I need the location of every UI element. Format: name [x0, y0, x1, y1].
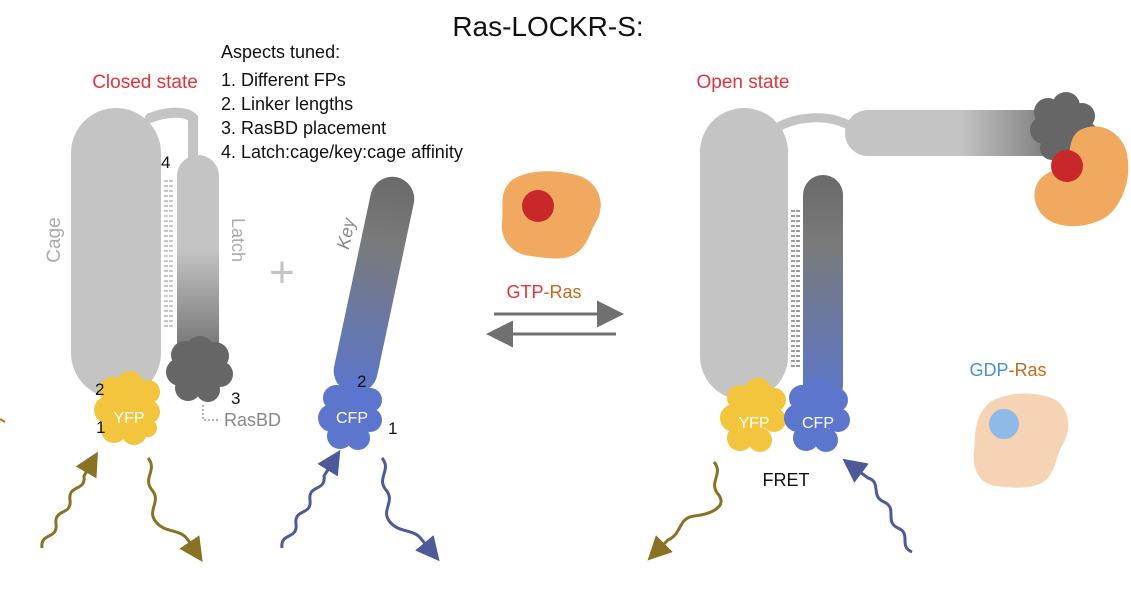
yfp-blob-open	[720, 378, 786, 452]
cage	[71, 108, 161, 398]
marker-4-closed: 4	[161, 153, 170, 172]
excitation-wave-open-cfp	[842, 458, 913, 554]
plus-sign: +	[269, 248, 295, 297]
edge-tick	[0, 418, 6, 423]
rasbd-leader	[202, 405, 218, 421]
latch-label: Latch	[228, 218, 248, 262]
fret-label: FRET	[763, 470, 810, 490]
cfp-blob-key	[318, 378, 382, 450]
open-cage-latch-linker	[775, 113, 855, 131]
key-label: Key	[333, 216, 359, 251]
rasbd-blob	[166, 336, 233, 402]
gtp-ras-protein	[501, 171, 601, 259]
open-latch	[845, 110, 1075, 156]
gdp-ras-label: GDP-Ras	[969, 360, 1046, 380]
aspect-item-2: 2. Linker lengths	[221, 94, 353, 114]
latch	[177, 155, 219, 365]
marker-2-closed: 2	[95, 380, 104, 399]
key-rod	[333, 176, 415, 393]
cfp-blob-open	[784, 378, 850, 452]
excitation-wave-yfp	[40, 451, 98, 549]
yfp-label-open: YFP	[738, 415, 769, 432]
diagram-title: Ras-LOCKR-S:	[452, 11, 643, 42]
open-key	[803, 175, 843, 405]
yfp-label-closed: YFP	[113, 410, 144, 427]
open-gtp-ras-protein	[1034, 126, 1129, 227]
cfp-label-key: CFP	[336, 410, 368, 427]
yfp-blob-closed	[94, 371, 160, 445]
marker-1-closed: 1	[96, 418, 105, 437]
open-state-label: Open state	[697, 72, 790, 93]
open-cage	[700, 108, 788, 400]
cage-latch-linker	[145, 107, 198, 165]
emission-wave-cfp	[380, 457, 440, 562]
gtp-ras-label: GTP-Ras	[506, 282, 581, 302]
marker-3-closed: 3	[231, 389, 240, 408]
aspect-item-3: 3. RasBD placement	[221, 118, 386, 138]
gdp-ras-protein	[973, 393, 1069, 488]
aspect-item-4: 4. Latch:cage/key:cage affinity	[221, 142, 463, 162]
closed-state-label: Closed state	[92, 72, 198, 93]
rasbd-label: RasBD	[224, 410, 281, 430]
gtp-ras-suffix: -Ras	[544, 282, 582, 302]
marker-2-key: 2	[357, 372, 366, 391]
gdp-ras-suffix: -Ras	[1009, 360, 1047, 380]
emission-wave-yfp	[146, 457, 203, 562]
excitation-wave-cfp	[280, 449, 341, 549]
marker-1-key: 1	[388, 419, 397, 438]
cfp-label-open: CFP	[802, 415, 834, 432]
cage-label: Cage	[44, 217, 65, 262]
gtp-ras-prefix: GTP	[506, 282, 543, 302]
gdp-ras-prefix: GDP	[969, 360, 1008, 380]
aspect-item-1: 1. Different FPs	[221, 70, 346, 90]
aspects-heading: Aspects tuned:	[221, 42, 340, 62]
emission-wave-open-yfp	[647, 461, 723, 561]
